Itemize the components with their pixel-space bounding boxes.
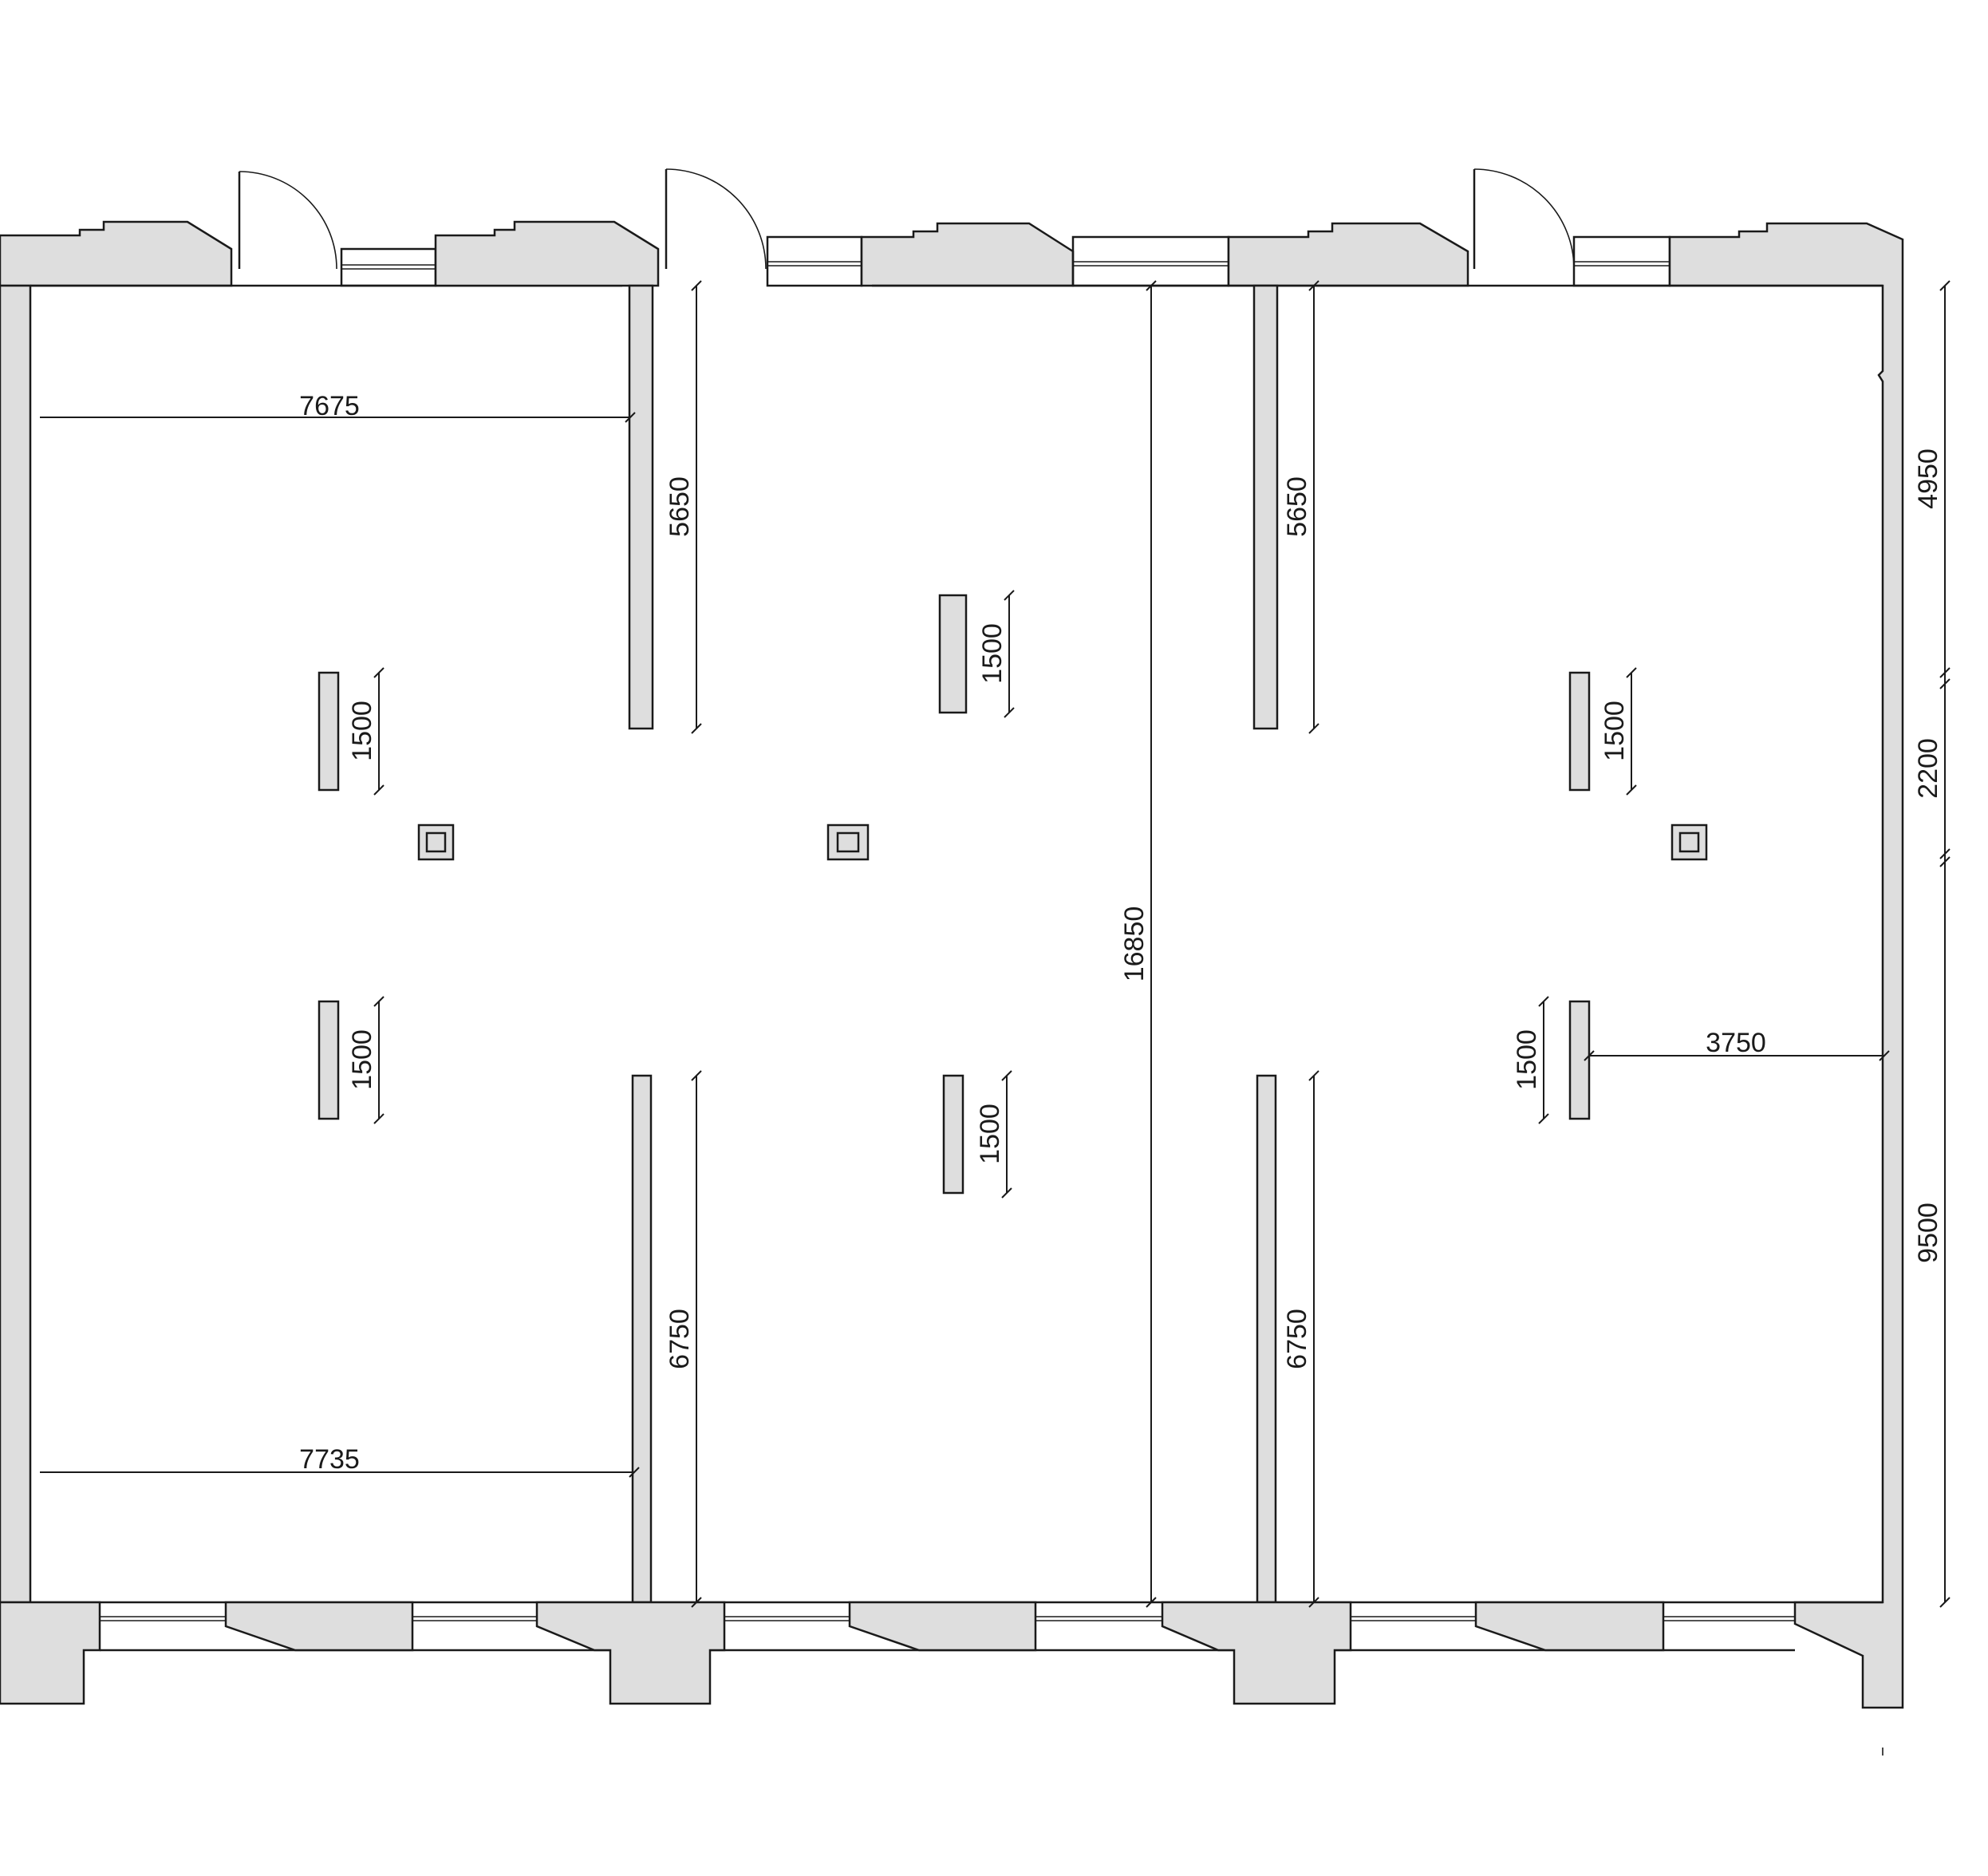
- dim-panel-left-bottom: 1500: [347, 1029, 377, 1090]
- panels: [318, 594, 1591, 1195]
- dim-panel-right-top: 1500: [1599, 701, 1630, 761]
- dim-right-room-width: 3750: [1706, 1028, 1766, 1058]
- dim-left-bottom-width: 7735: [299, 1444, 360, 1475]
- dim-left-partition-top: 5650: [665, 476, 695, 537]
- windows-bottom: [100, 1616, 1795, 1621]
- columns: [417, 823, 1708, 861]
- dimension-labels: 7675 7735 5650 6750 16850 5650 6750 4950…: [299, 391, 1943, 1475]
- dim-right-partition-top: 5650: [1282, 476, 1312, 537]
- window-top-1: [340, 247, 437, 287]
- door-center: [665, 168, 767, 270]
- dim-panel-left-top: 1500: [347, 701, 377, 761]
- dim-panel-right-bottom: 1500: [1512, 1029, 1542, 1090]
- dim-right-bottom-segment: 9500: [1913, 1203, 1943, 1263]
- window-top-3: [1071, 235, 1230, 287]
- dim-panel-center-bottom: 1500: [975, 1104, 1005, 1164]
- door-left: [238, 171, 337, 270]
- top-wall: [0, 168, 1904, 1756]
- dimension-lines: [40, 280, 1951, 1608]
- dim-overall-depth: 16850: [1119, 906, 1150, 982]
- dim-left-top-width: 7675: [299, 391, 360, 421]
- window-top-2: [766, 235, 863, 287]
- bottom-wall: [0, 1601, 1883, 1705]
- dim-right-middle-segment: 2200: [1913, 738, 1943, 799]
- dim-left-partition-bottom: 6750: [665, 1309, 695, 1369]
- dim-panel-center-top: 1500: [977, 623, 1008, 684]
- window-top-4: [1572, 235, 1671, 287]
- partitions: [628, 284, 1279, 1604]
- dim-right-top-segment: 4950: [1913, 448, 1943, 509]
- dim-right-partition-bottom: 6750: [1282, 1309, 1312, 1369]
- door-right: [1473, 168, 1575, 270]
